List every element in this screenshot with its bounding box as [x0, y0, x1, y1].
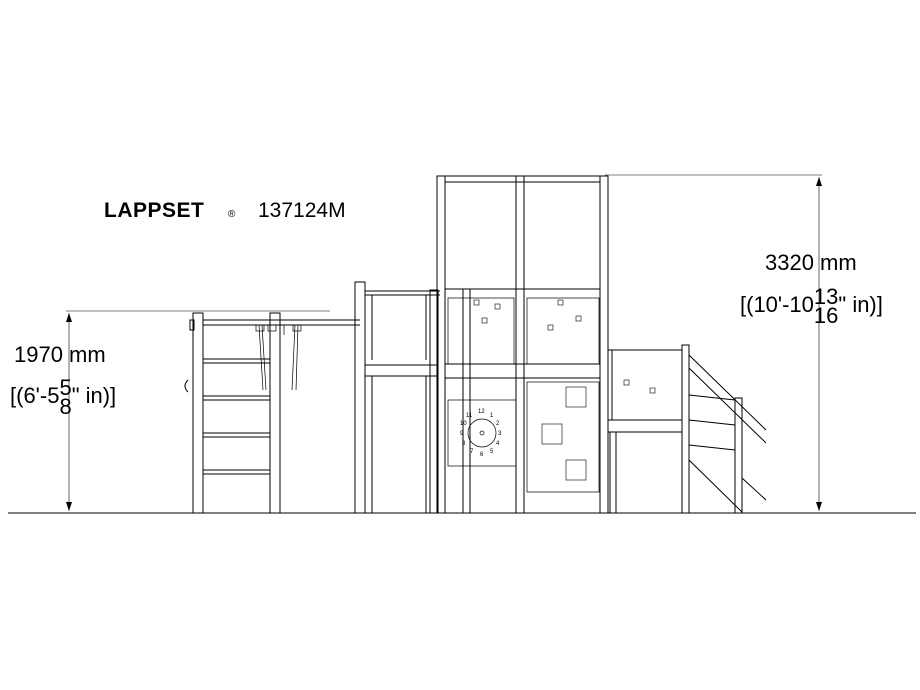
- clock-number: 1: [490, 413, 494, 419]
- left-tower: [354, 281, 440, 514]
- right-height-mm: 3320 mm: [765, 250, 857, 275]
- brand-logo: LAPPSET: [104, 199, 205, 222]
- inch-suffix: " in)]: [838, 291, 883, 317]
- ladder-frame: [184, 312, 360, 514]
- panel-squares: [473, 299, 656, 481]
- clock-number: 2: [496, 421, 500, 427]
- clock-panel: [467, 418, 497, 448]
- left-height-mm: 1970 mm: [14, 342, 106, 367]
- fraction-numerator: 13: [813, 284, 839, 309]
- clock-number: 12: [478, 409, 485, 415]
- right-tower: [608, 344, 767, 514]
- clock-number: 4: [496, 441, 500, 447]
- registered-mark: ®: [228, 209, 236, 220]
- clock-number: 5: [490, 449, 494, 455]
- inch-prefix: [(6'-5: [10, 382, 60, 408]
- hanging-rings: [255, 324, 302, 391]
- inch-suffix: " in)]: [71, 382, 117, 408]
- clock-number: 7: [470, 449, 474, 455]
- left-dimension-line: [66, 310, 330, 511]
- right-dimension-line: [605, 174, 822, 511]
- central-tower: [436, 175, 609, 514]
- clock-number: 3: [498, 431, 502, 437]
- fraction-numerator: 5: [59, 375, 72, 400]
- inch-prefix: [(10'-10: [740, 291, 814, 317]
- clock-number: 9: [460, 431, 464, 437]
- clock-number: 11: [466, 413, 473, 419]
- clock-number: 6: [480, 452, 484, 458]
- clock-number: 8: [462, 441, 466, 447]
- fraction-denominator: 16: [813, 303, 839, 328]
- fraction-denominator: 8: [59, 394, 72, 419]
- product-code: 137124M: [258, 199, 346, 222]
- clock-number: 10: [460, 421, 467, 427]
